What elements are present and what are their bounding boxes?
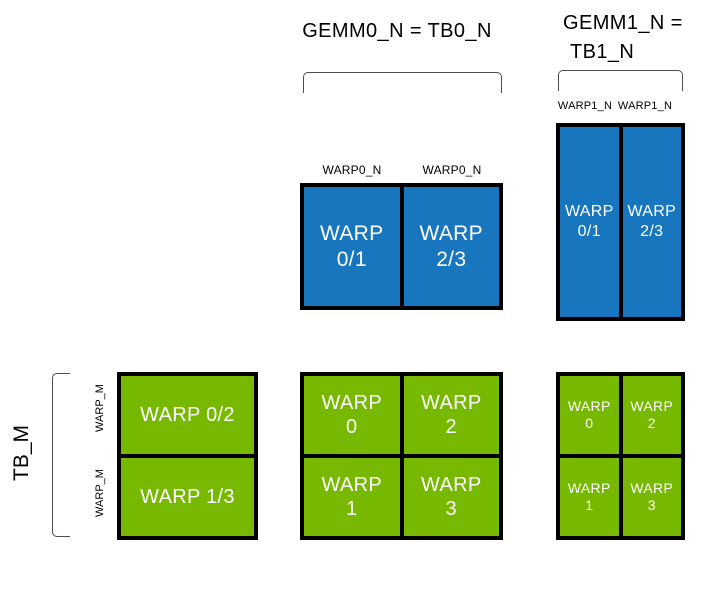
cell-text: WARP	[627, 203, 677, 221]
gemm1-warp2-cell: WARP 2	[622, 376, 681, 454]
warp0-n-label-left: WARP0_N	[322, 163, 382, 177]
cell-text: 2	[445, 416, 457, 438]
gemm0-accumulator-tile: WARP 0/1 WARP 2/3	[300, 183, 503, 310]
gemm1-n-extent-bracket	[558, 70, 683, 91]
cell-text: WARP	[630, 397, 674, 414]
gemm1-n-title-line1: GEMM1_N =	[563, 12, 683, 34]
gemm0-warp2-cell: WARP 2	[403, 376, 499, 454]
cell-text: WARP	[321, 391, 382, 414]
gemm1-warp-grid: WARP 0 WARP 2 WARP 1 WARP 3	[556, 372, 685, 540]
gemm0-accum-warp23-cell: WARP 2/3	[403, 187, 499, 306]
gemm0-warp3-cell: WARP 3	[403, 458, 499, 536]
gemm1-n-title-line2: TB1_N	[570, 41, 635, 63]
gemm1-accumulator-tile: WARP 0/1 WARP 2/3	[556, 123, 685, 321]
tb-m-extent-bracket	[52, 373, 70, 537]
cell-text: 2	[647, 415, 656, 431]
cell-text: WARP 0/2	[140, 403, 235, 426]
cell-text: 0	[585, 415, 594, 431]
gemm1-accum-warp01-cell: WARP 0/1	[560, 127, 619, 317]
cell-text: 3	[445, 498, 457, 520]
warp0-n-label-right: WARP0_N	[422, 163, 482, 177]
cell-text: 1	[585, 497, 594, 513]
cell-text: 0/1	[577, 223, 601, 240]
gemm1-warp1-cell: WARP 1	[560, 458, 619, 536]
cell-text: WARP	[321, 473, 382, 496]
cell-text: WARP	[421, 391, 482, 414]
cell-text: 2/3	[436, 247, 467, 271]
gemm0-warp1-cell: WARP 1	[304, 458, 400, 536]
gemm0-accum-warp01-cell: WARP 0/1	[304, 187, 400, 306]
tb-warp02-cell: WARP 0/2	[121, 376, 254, 454]
gemm0-n-title: GEMM0_N = TB0_N	[302, 20, 492, 42]
gemm1-n-title: GEMM1_N = TB1_N	[563, 9, 683, 67]
tb-warp13-cell: WARP 1/3	[121, 458, 254, 536]
gemm1-accum-warp23-cell: WARP 2/3	[622, 127, 681, 317]
cell-text: WARP	[630, 479, 674, 496]
warp1-n-label-right: WARP1_N	[617, 100, 673, 112]
gemm1-warp3-cell: WARP 3	[622, 458, 681, 536]
warp1-n-label-left: WARP1_N	[557, 100, 613, 112]
gemm0-n-extent-bracket	[303, 72, 502, 93]
cell-text: 0/1	[336, 247, 367, 271]
cell-text: WARP	[320, 221, 384, 245]
gemm1-warp0-cell: WARP 0	[560, 376, 619, 454]
cell-text: WARP 1/3	[140, 485, 235, 508]
cell-text: WARP	[567, 479, 611, 496]
cell-text: 2/3	[640, 223, 664, 240]
cell-text: WARP	[421, 473, 482, 496]
gemm0-warp0-cell: WARP 0	[304, 376, 400, 454]
cell-text: WARP	[567, 397, 611, 414]
cell-text: 3	[647, 497, 656, 513]
cell-text: WARP	[419, 221, 483, 245]
cell-text: 0	[346, 416, 358, 438]
cell-text: WARP	[564, 203, 614, 221]
cell-text: 1	[346, 498, 358, 520]
warp-m-label-bottom: WARP_M	[94, 469, 106, 517]
tb-m-warp-tile: WARP 0/2 WARP 1/3	[117, 372, 258, 540]
tb-m-label: TB_M	[10, 424, 33, 482]
gemm0-warp-grid: WARP 0 WARP 2 WARP 1 WARP 3	[300, 372, 503, 540]
warp-m-label-top: WARP_M	[94, 384, 106, 432]
